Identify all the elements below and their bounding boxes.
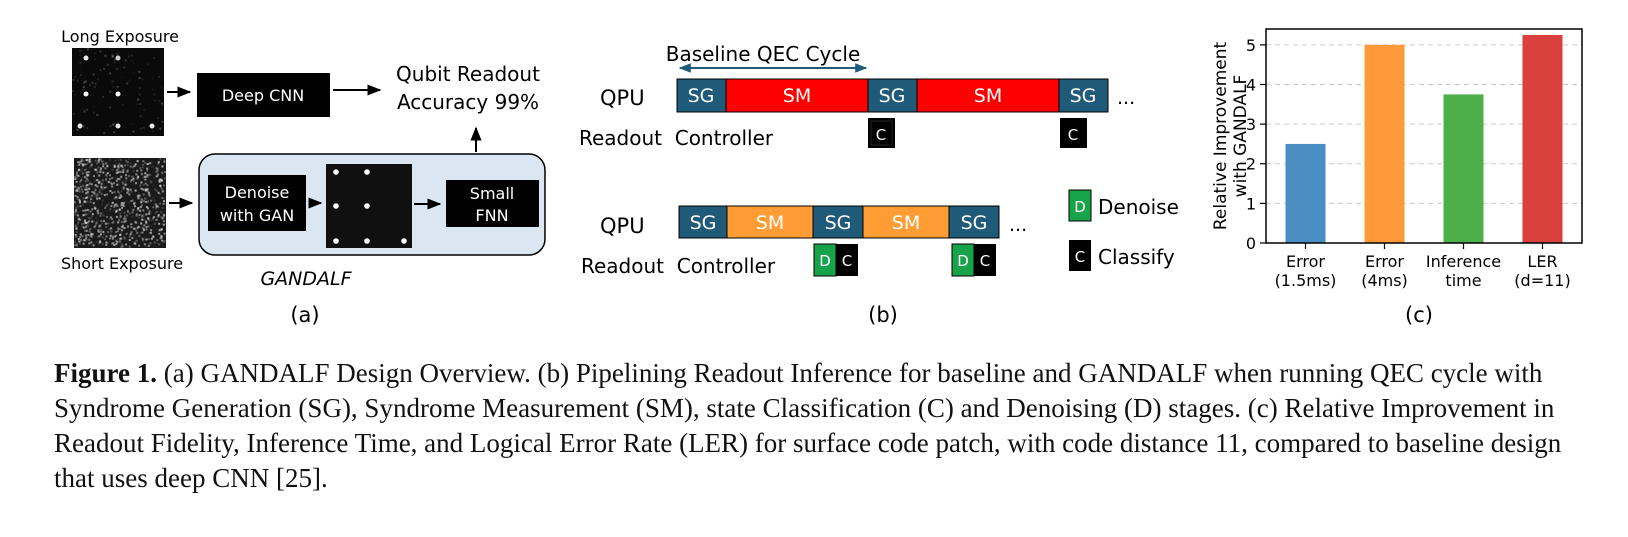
denoise-block: D <box>819 252 831 270</box>
legend-denoise-label: Denoise <box>1098 195 1179 219</box>
long-exposure-image <box>72 48 164 136</box>
sm-block: SM <box>974 85 1002 107</box>
x-tick-label: Inference <box>1426 252 1501 271</box>
panel-b-label: (b) <box>868 303 898 327</box>
figure-graphic: Long Exposure Deep CNN Qubit Readout Acc… <box>61 27 1583 327</box>
bar <box>1443 94 1484 243</box>
bar <box>1285 143 1326 243</box>
denoise-block: D <box>957 252 969 270</box>
y-tick-label: 4 <box>1246 75 1256 94</box>
y-axis-label: Relative Improvementwith GANDALF <box>1211 42 1251 231</box>
long-exposure-label: Long Exposure <box>61 27 179 46</box>
readout-accuracy-line2: Accuracy 99% <box>397 90 539 114</box>
x-tick-label: Error <box>1365 252 1404 271</box>
improvement-chart: 012345Error(1.5ms)Error(4ms)Inferencetim… <box>1211 28 1583 290</box>
sg-block: SG <box>1070 85 1097 107</box>
readout-controller-label-baseline: Readout Controller <box>579 126 774 150</box>
panel-a-label: (a) <box>290 303 319 327</box>
x-tick-label: (1.5ms) <box>1275 271 1337 290</box>
sg-block: SG <box>879 85 906 107</box>
denoise-label-2: with GAN <box>220 206 294 225</box>
bar <box>1364 44 1405 243</box>
x-tick-label: (d=11) <box>1514 271 1570 290</box>
sm-block: SM <box>892 212 920 234</box>
sg-block: SG <box>690 212 717 234</box>
y-tick-label: 1 <box>1246 194 1256 213</box>
fnn-label-2: FNN <box>475 206 508 225</box>
gandalf-label: GANDALF <box>260 268 352 290</box>
readout-controller-label-gandalf: Readout Controller <box>581 254 776 278</box>
classify-block: C <box>876 126 886 144</box>
small-fnn-box <box>446 180 539 227</box>
baseline-cycle-label: Baseline QEC Cycle <box>666 42 861 66</box>
panel-c-label: (c) <box>1405 303 1433 327</box>
plot-frame <box>1265 28 1583 244</box>
sm-block: SM <box>756 212 784 234</box>
legend-classify-label: Classify <box>1098 245 1175 269</box>
panel-b: Baseline QEC Cycle QPU SG SM SG SM SG ..… <box>579 42 1179 327</box>
x-tick-label: time <box>1445 271 1481 290</box>
readout-accuracy-line1: Qubit Readout <box>396 62 540 86</box>
sg-block: SG <box>688 85 715 107</box>
denoised-image <box>326 164 412 248</box>
sg-block: SG <box>825 212 852 234</box>
classify-block: C <box>842 252 852 270</box>
legend-denoise-letter: D <box>1074 198 1086 216</box>
short-exposure-label: Short Exposure <box>61 254 183 273</box>
ellipsis: ... <box>1009 214 1027 236</box>
short-exposure-image <box>74 158 166 248</box>
classify-block: C <box>1068 126 1078 144</box>
denoise-label-1: Denoise <box>225 183 290 202</box>
legend-classify-letter: C <box>1075 248 1085 266</box>
y-tick-label: 5 <box>1246 36 1256 55</box>
sm-block: SM <box>783 85 811 107</box>
x-tick-label: (4ms) <box>1361 271 1408 290</box>
legend-denoise-swatch <box>1068 189 1092 222</box>
ellipsis: ... <box>1117 87 1135 109</box>
caption-text: (a) GANDALF Design Overview. (b) Pipelin… <box>54 358 1562 493</box>
caption-figure-number: Figure 1. <box>54 358 157 388</box>
x-tick-label: LER <box>1527 252 1557 271</box>
classify-block: C <box>980 252 990 270</box>
y-tick-label: 0 <box>1246 234 1256 253</box>
fnn-label-1: Small <box>470 184 514 203</box>
panel-a: Long Exposure Deep CNN Qubit Readout Acc… <box>61 27 546 327</box>
qpu-label-gandalf: QPU <box>600 214 645 238</box>
denoise-gan-box <box>208 175 306 231</box>
sg-block: SG <box>961 212 988 234</box>
legend-classify-swatch <box>1069 240 1091 271</box>
x-tick-label: Error <box>1286 252 1325 271</box>
y-tick-label: 2 <box>1246 155 1256 174</box>
bar <box>1522 34 1563 243</box>
deep-cnn-box <box>197 73 330 117</box>
qpu-label-baseline: QPU <box>600 86 645 110</box>
deep-cnn-label: Deep CNN <box>222 86 304 105</box>
y-tick-label: 3 <box>1246 115 1256 134</box>
figure-caption: Figure 1. (a) GANDALF Design Overview. (… <box>54 356 1574 496</box>
